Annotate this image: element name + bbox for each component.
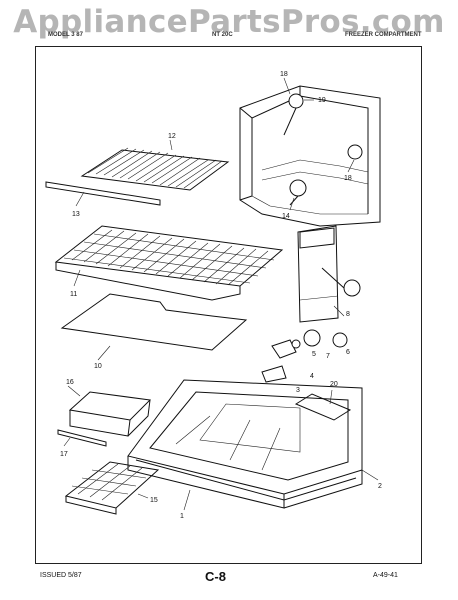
storage-bin	[68, 391, 152, 437]
callout-20: 20	[330, 381, 338, 388]
grille-shelf	[54, 225, 284, 301]
diagram-frame	[35, 46, 422, 564]
callout-6: 6	[346, 349, 350, 356]
callout-14: 14	[282, 213, 290, 220]
freezer-floor-tray	[127, 379, 363, 509]
document-code: A-49-41	[373, 572, 398, 579]
leader-lines	[63, 77, 379, 511]
callout-17: 17	[60, 451, 68, 458]
callout-11: 11	[70, 291, 77, 298]
shelf-rail	[45, 181, 161, 206]
callout-2: 2	[378, 483, 382, 490]
callout-12: 12	[168, 133, 176, 140]
callout-16: 16	[66, 379, 74, 386]
freezer-liner	[239, 85, 381, 227]
header-model: MODEL 3 87	[48, 32, 83, 38]
control-housing	[297, 225, 361, 323]
callout-4: 4	[310, 373, 314, 380]
callout-1: 1	[180, 513, 184, 520]
header-model-number: NT 20C	[212, 32, 233, 38]
callout-7: 7	[326, 353, 330, 360]
wire-shelf	[80, 147, 230, 191]
callout-5: 5	[312, 351, 316, 358]
bin-handle	[57, 429, 107, 447]
callout-15: 15	[150, 497, 158, 504]
callout-13: 13	[72, 211, 80, 218]
page-number: C-8	[205, 569, 226, 584]
callout-18-top: 18	[280, 71, 288, 78]
flat-panel	[60, 293, 248, 351]
callout-3: 3	[296, 387, 300, 394]
callout-18-side: 18	[344, 175, 352, 182]
ice-cube-tray	[64, 461, 160, 515]
watermark: AppliancePartsPros.com	[13, 4, 445, 40]
issued-date: ISSUED 5/87	[40, 572, 82, 579]
callout-10: 10	[94, 363, 102, 370]
callout-8: 8	[346, 311, 350, 318]
header-section: FREEZER COMPARTMENT	[345, 32, 422, 38]
callout-19: 19	[318, 97, 326, 104]
control-components	[261, 329, 348, 383]
